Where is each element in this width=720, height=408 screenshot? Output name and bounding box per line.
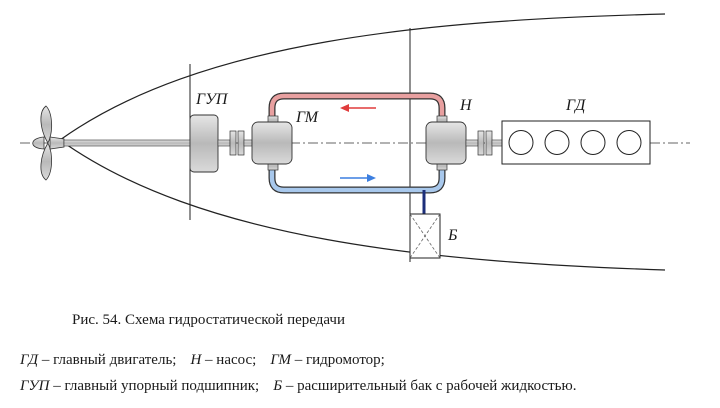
- shaft-segment: [217, 139, 231, 147]
- label-b: Б: [447, 227, 458, 244]
- label-gm: ГМ: [295, 109, 320, 126]
- legend-text: – главный двигатель;: [38, 352, 177, 368]
- hydrostatic-transmission-diagram: ГУП ГМ Н ГД Б: [20, 13, 690, 271]
- legend-abbr: ГУП: [20, 378, 50, 394]
- pump: [425, 115, 467, 171]
- legend-text: – главный упорный подшипник;: [49, 378, 260, 394]
- legend-abbr: ГД: [20, 352, 39, 368]
- hydraulic-motor: [251, 115, 293, 171]
- coupling-right-b: [485, 130, 493, 156]
- label-gup: ГУП: [195, 91, 229, 108]
- coupling-right-a: [477, 130, 485, 156]
- shaft-segment: [465, 139, 479, 147]
- coupling-left-a: [229, 130, 237, 156]
- pressure-line-fluid: [269, 93, 445, 122]
- thrust-bearing: [189, 114, 219, 173]
- flow-arrow-left: [340, 104, 376, 112]
- legend-line-1: ГД – главный двигатель; Н – насос; ГМ – ги…: [20, 352, 385, 369]
- coupling-left-b: [237, 130, 245, 156]
- propeller: [32, 105, 65, 181]
- shaft-segment: [243, 139, 253, 147]
- legend-abbr: Н: [190, 352, 202, 368]
- legend-text: – гидромотор;: [291, 352, 385, 368]
- legend-abbr: Б: [273, 378, 283, 394]
- legend-line-2: ГУП – главный упорный подшипник; Б – расш…: [20, 378, 576, 395]
- legend-abbr: ГМ: [270, 352, 291, 368]
- label-n: Н: [459, 97, 473, 114]
- main-engine: [501, 120, 651, 165]
- return-line-fluid: [269, 166, 445, 193]
- flow-arrow-right: [340, 174, 376, 182]
- figure-caption: Рис. 54. Схема гидростатической передачи: [72, 312, 345, 328]
- propeller-shaft: [63, 139, 193, 147]
- legend-text: – насос;: [201, 352, 257, 368]
- label-gd: ГД: [565, 97, 586, 114]
- expansion-tank: [409, 190, 441, 259]
- shaft-segment: [491, 139, 503, 147]
- legend-text: – расширительный бак с рабочей жидкостью…: [282, 378, 577, 394]
